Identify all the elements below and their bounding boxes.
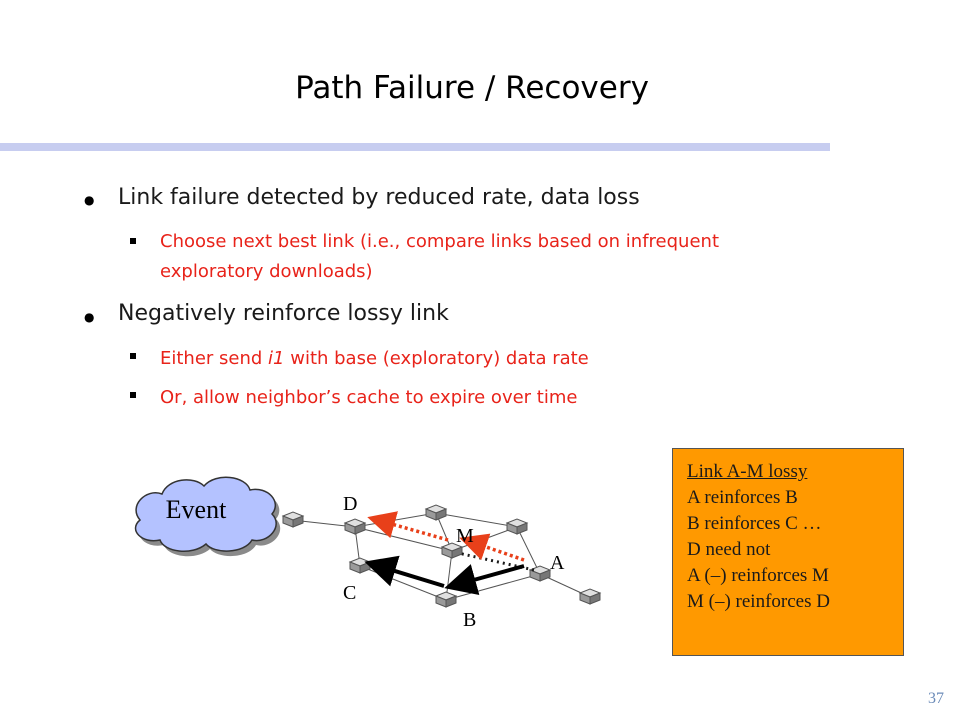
network-diagram: Event D M A C B [134, 476, 602, 631]
sub-bullet-2a-italic: i1 [268, 348, 285, 369]
sub-bullet-2b: Or, allow neighbor’s cache to expire ove… [160, 387, 578, 408]
node-c [348, 557, 372, 574]
event-cloud-label: Event [166, 495, 227, 524]
event-cloud: Event [134, 476, 281, 557]
negative-arrow-m-d [367, 511, 449, 542]
sub-bullet-square-icon [130, 238, 136, 244]
node-left-edge [281, 511, 305, 528]
node-label-a: A [550, 552, 565, 574]
explanation-heading: Link A-M lossy [687, 461, 808, 482]
node-label-b: B [463, 609, 476, 631]
node-label-c: C [343, 582, 356, 604]
node-top-right [505, 518, 529, 535]
explanation-box: Link A-M lossy A reinforces B B reinforc… [672, 448, 904, 656]
bullet-dot-icon: ● [84, 193, 95, 207]
node-d [343, 518, 367, 535]
node-m [440, 542, 464, 559]
explanation-line: A (–) reinforces M [687, 565, 829, 586]
negative-arrow-a-m [459, 533, 525, 562]
node-top [424, 504, 448, 521]
node-a [528, 565, 552, 582]
sub-bullet-2a-after: with base (exploratory) data rate [284, 348, 589, 369]
sub-bullet-square-icon [130, 353, 136, 359]
bullet-1: Link failure detected by reduced rate, d… [118, 185, 640, 210]
node-label-d: D [343, 493, 357, 515]
node-label-m: M [456, 525, 474, 547]
sub-bullet-1a: Choose next best link (i.e., compare lin… [160, 231, 720, 282]
sub-bullet-square-icon [130, 392, 136, 398]
bullet-2: Negatively reinforce lossy link [118, 301, 449, 326]
node-right-edge [578, 588, 602, 605]
slide-title: Path Failure / Recovery [295, 70, 649, 106]
reinforce-arrow-a-b [444, 564, 525, 595]
page-number: 37 [928, 690, 944, 707]
sub-bullet-2a: Either send i1 with base (exploratory) d… [160, 344, 589, 374]
reinforce-arrow-b-c [364, 555, 445, 588]
explanation-line: B reinforces C … [687, 513, 822, 534]
title-divider [0, 143, 830, 151]
sub-bullet-2a-before: Either send [160, 348, 269, 369]
explanation-line: D need not [687, 539, 771, 560]
node-b [434, 591, 458, 608]
explanation-line: A reinforces B [687, 487, 798, 508]
explanation-line: M (–) reinforces D [687, 591, 830, 612]
bullet-dot-icon: ● [84, 310, 95, 324]
